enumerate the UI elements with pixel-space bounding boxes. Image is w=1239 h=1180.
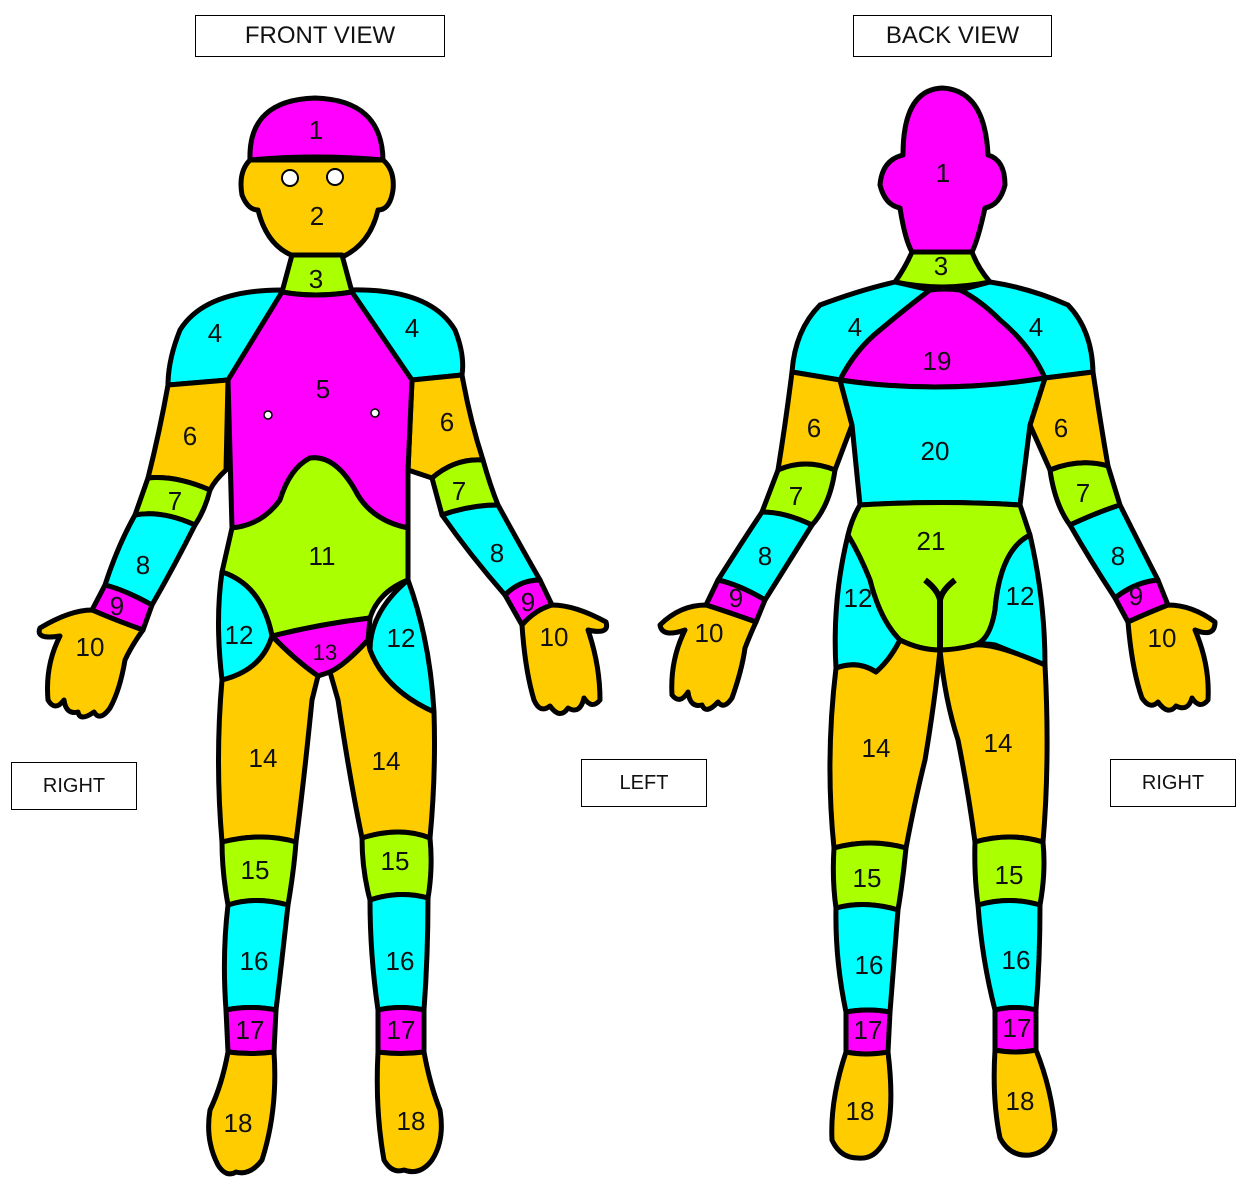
front-label-shoulder-l: 4 xyxy=(405,313,419,343)
front-label-head-top: 1 xyxy=(309,115,323,145)
back-label-knee-l: 15 xyxy=(853,863,882,893)
front-label-forearm-r: 8 xyxy=(136,550,150,580)
back-label-upper-arm-r: 6 xyxy=(1054,413,1068,443)
front-left-nipple xyxy=(371,409,379,417)
front-label-ankle-r: 17 xyxy=(236,1015,265,1045)
front-label-elbow-r: 7 xyxy=(168,486,182,516)
back-label-hip-r: 12 xyxy=(1006,581,1035,611)
front-label-abdomen: 11 xyxy=(309,541,336,571)
front-label-hand-l: 10 xyxy=(540,622,569,652)
back-label-ankle-l: 17 xyxy=(854,1015,883,1045)
front-label-hip-l: 12 xyxy=(387,623,416,653)
front-right-nipple xyxy=(264,411,272,419)
front-label-hand-r: 10 xyxy=(76,632,105,662)
front-label-forearm-l: 8 xyxy=(490,538,504,568)
front-body-figure xyxy=(39,98,606,1174)
front-label-foot-l: 18 xyxy=(397,1106,426,1136)
front-right-hand[interactable] xyxy=(39,610,143,717)
back-label-upper-back: 19 xyxy=(923,346,952,376)
front-label-shoulder-r: 4 xyxy=(208,318,222,348)
back-label-shoulder-r: 4 xyxy=(1029,312,1043,342)
front-left-eye xyxy=(327,169,343,185)
back-label-heel-l: 18 xyxy=(846,1096,875,1126)
front-label-chest: 5 xyxy=(316,374,330,404)
front-label-neck: 3 xyxy=(309,264,323,294)
front-label-face: 2 xyxy=(310,201,324,231)
back-label-thigh-r: 14 xyxy=(984,728,1013,758)
back-label-wrist-r: 9 xyxy=(1129,581,1143,611)
front-label-upper-arm-r: 6 xyxy=(183,421,197,451)
back-label-calf-l: 16 xyxy=(855,950,884,980)
back-label-thigh-l: 14 xyxy=(862,733,891,763)
back-right-hand[interactable] xyxy=(1128,605,1215,710)
back-label-head: 1 xyxy=(936,158,950,188)
back-label-knee-r: 15 xyxy=(995,860,1024,890)
back-label-hand-r: 10 xyxy=(1148,623,1177,653)
back-label-mid-back: 20 xyxy=(921,436,950,466)
back-body-figure xyxy=(660,88,1215,1158)
back-label-forearm-l: 8 xyxy=(758,541,772,571)
front-label-shin-l: 16 xyxy=(386,946,415,976)
front-label-ankle-l: 17 xyxy=(387,1015,416,1045)
back-label-hip-l: 12 xyxy=(844,583,873,613)
back-label-neck: 3 xyxy=(934,251,948,281)
front-label-groin: 13 xyxy=(313,640,337,665)
front-label-knee-r: 15 xyxy=(241,855,270,885)
front-label-shin-r: 16 xyxy=(240,946,269,976)
front-label-knee-l: 15 xyxy=(381,846,410,876)
back-label-forearm-r: 8 xyxy=(1111,541,1125,571)
back-label-buttocks: 21 xyxy=(917,526,946,556)
back-label-heel-r: 18 xyxy=(1006,1086,1035,1116)
front-label-hip-r: 12 xyxy=(225,620,254,650)
back-label-elbow-r: 7 xyxy=(1076,478,1090,508)
back-label-elbow-l: 7 xyxy=(789,481,803,511)
back-label-hand-l: 10 xyxy=(695,618,724,648)
back-label-upper-arm-l: 6 xyxy=(807,413,821,443)
front-label-wrist-r: 9 xyxy=(110,591,124,621)
back-label-shoulder-l: 4 xyxy=(848,312,862,342)
front-label-thigh-l: 14 xyxy=(372,746,401,776)
front-label-thigh-r: 14 xyxy=(249,743,278,773)
back-label-wrist-l: 9 xyxy=(729,583,743,613)
front-label-wrist-l: 9 xyxy=(521,587,535,617)
front-right-eye xyxy=(282,170,298,186)
back-label-ankle-r: 17 xyxy=(1003,1013,1032,1043)
back-label-calf-r: 16 xyxy=(1002,945,1031,975)
front-label-upper-arm-l: 6 xyxy=(440,407,454,437)
front-label-foot-r: 18 xyxy=(224,1108,253,1138)
front-label-elbow-l: 7 xyxy=(452,476,466,506)
